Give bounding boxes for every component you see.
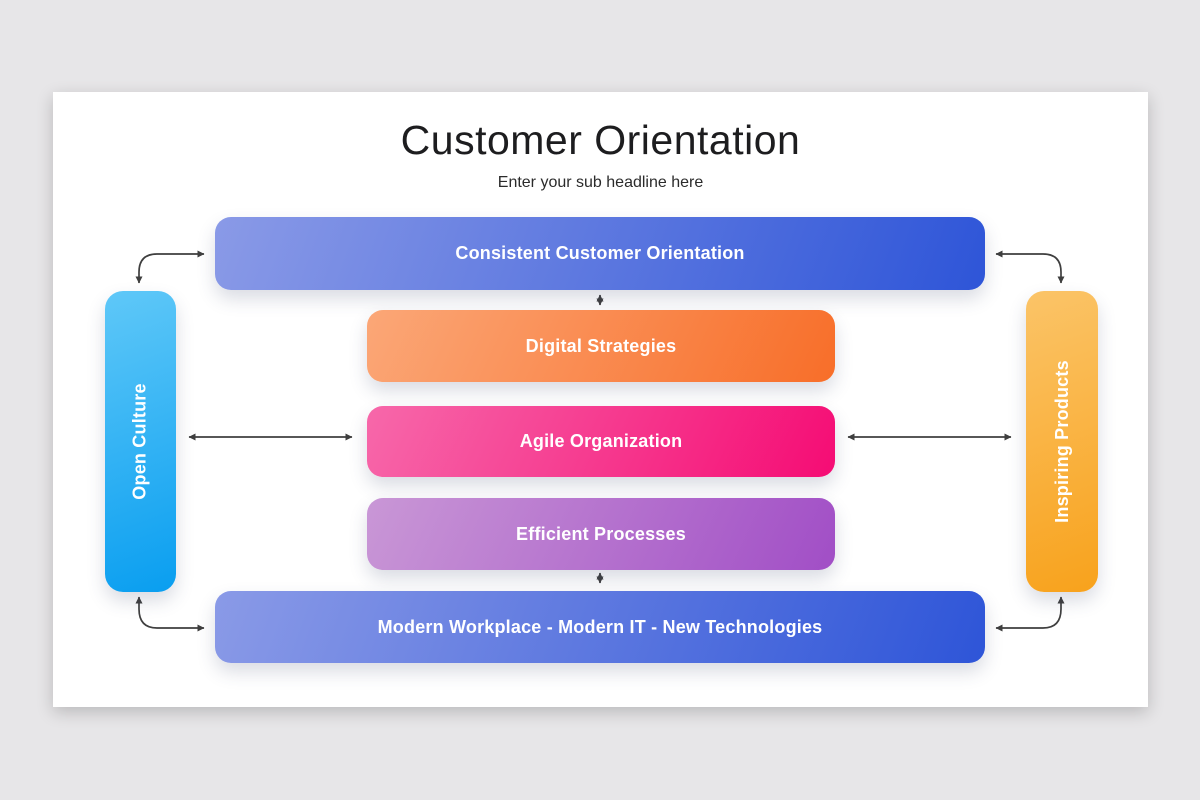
- node-digital-strategies: Digital Strategies: [367, 310, 835, 382]
- page-subtitle: Enter your sub headline here: [497, 174, 704, 191]
- node-label: Digital Strategies: [525, 335, 677, 356]
- connector-top-right-curve: [995, 250, 1065, 284]
- slide: Customer Orientation Enter your sub head…: [53, 92, 1148, 707]
- connector-bottom-left-curve: [135, 596, 205, 632]
- connector-top-left-curve: [135, 250, 205, 284]
- node-label: Efficient Processes: [516, 523, 686, 544]
- node-label: Open Culture: [130, 383, 150, 500]
- node-consistent-customer-orientation: Consistent Customer Orientation: [215, 217, 985, 290]
- connector-bottom-right-curve: [995, 596, 1065, 632]
- node-efficient-processes: Efficient Processes: [367, 498, 835, 570]
- node-label: Agile Organization: [519, 431, 683, 451]
- node-label: Modern Workplace - Modern IT - New Techn…: [377, 616, 823, 637]
- node-open-culture: Open Culture: [105, 291, 176, 592]
- node-label: Consistent Customer Orientation: [455, 243, 745, 263]
- page-title: Customer Orientation: [400, 117, 801, 163]
- node-label: Inspiring Products: [1051, 360, 1072, 523]
- node-inspiring-products: Inspiring Products: [1026, 291, 1098, 592]
- node-modern-workplace: Modern Workplace - Modern IT - New Techn…: [215, 591, 985, 663]
- node-agile-organization: Agile Organization: [367, 406, 835, 477]
